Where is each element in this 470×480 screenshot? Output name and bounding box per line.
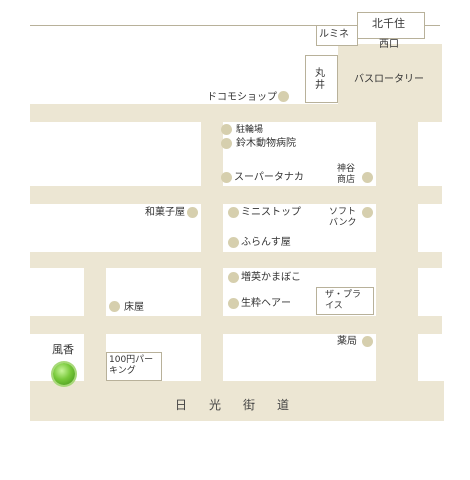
nikko-kaido-street <box>30 381 444 421</box>
parking-box <box>106 352 162 381</box>
kamiya-label: 神谷商店 <box>337 164 356 185</box>
parking-label: 100円パーキング <box>109 355 154 376</box>
docomo-marker <box>278 91 289 102</box>
road-horizontal-2 <box>30 186 442 204</box>
nikko-kaido-label: 日光街道 <box>175 398 312 412</box>
road-horizontal-3 <box>30 252 442 268</box>
kamiya-marker <box>362 172 373 183</box>
wagashi-marker <box>187 207 198 218</box>
pharmacy-marker <box>362 336 373 347</box>
hair-salon-marker <box>228 298 239 309</box>
road-vertical-left <box>84 268 106 383</box>
ministop-marker <box>228 207 239 218</box>
road-vertical-mid <box>201 122 223 383</box>
marui-label: 丸井 <box>315 68 325 91</box>
softbank-label: ソフトバンク <box>329 207 357 228</box>
road-horizontal-1 <box>30 104 442 122</box>
kita-senju-label: 北千住 <box>372 17 405 30</box>
hair-salon-label: 生粋ヘアー <box>241 298 291 309</box>
barber-label: 床屋 <box>124 302 144 313</box>
top-boundary-line <box>30 25 440 26</box>
nishiguchi-label: 西口 <box>379 39 399 50</box>
station-plaza <box>338 44 442 106</box>
bicycle-parking-marker <box>221 124 232 135</box>
furansu-label: ふらんす屋 <box>241 237 291 248</box>
the-price-label: ザ・プライス <box>325 290 362 311</box>
road-horizontal-4 <box>30 316 442 334</box>
animal-hospital-label: 鈴木動物病院 <box>236 138 296 149</box>
bus-rotary-label: バスロータリー <box>354 74 424 85</box>
kamaboko-label: 増英かまぼこ <box>241 272 301 283</box>
pharmacy-label: 薬局 <box>337 336 357 347</box>
fuka-location-marker[interactable] <box>53 363 75 385</box>
lumine-label: ルミネ <box>319 29 349 40</box>
barber-marker <box>109 301 120 312</box>
kamaboko-marker <box>228 272 239 283</box>
supermarket-label: スーパータナカ <box>234 172 304 183</box>
furansu-marker <box>228 237 239 248</box>
marui-box <box>305 55 338 103</box>
docomo-label: ドコモショップ <box>207 92 277 103</box>
ministop-label: ミニストップ <box>241 207 301 218</box>
softbank-marker <box>362 207 373 218</box>
fuka-label: 風香 <box>52 343 74 356</box>
lumine-box <box>316 25 358 46</box>
supermarket-marker <box>221 172 232 183</box>
wagashi-label: 和菓子屋 <box>145 207 185 218</box>
the-price-box <box>316 287 374 315</box>
animal-hospital-marker <box>221 138 232 149</box>
bicycle-parking-label: 駐輪場 <box>236 125 264 135</box>
